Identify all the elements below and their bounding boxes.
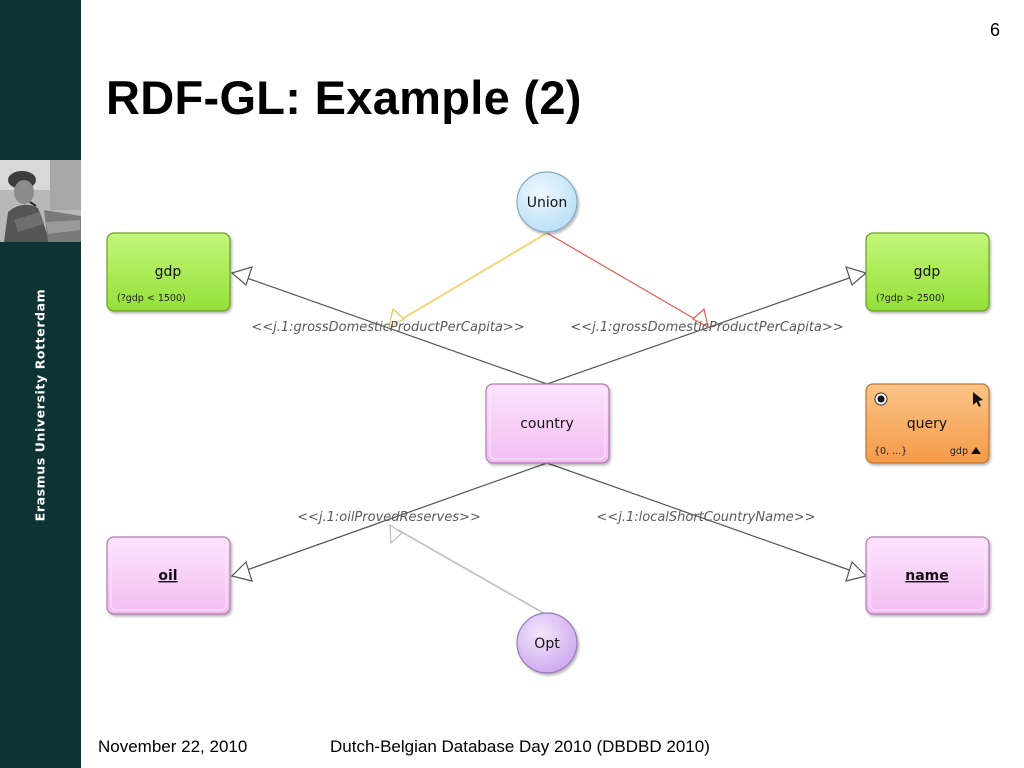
arrowhead-gdp-left (230, 266, 253, 287)
footer-event: Dutch-Belgian Database Day 2010 (DBDBD 2… (330, 737, 710, 756)
query-modifier: {0, ...} (874, 446, 907, 457)
gdp-right-label: gdp (914, 264, 941, 280)
query-node[interactable]: query {0, ...} gdp (865, 383, 990, 464)
edge-label-oil: <<j.1:oilProvedReserves>> (297, 510, 481, 525)
country-node[interactable]: country (485, 383, 610, 464)
arrowhead-opt (389, 523, 403, 545)
cursor-icon (973, 392, 983, 407)
union-node[interactable]: Union (516, 171, 578, 233)
edge-label-gdp-right: <<j.1:grossDomesticProductPerCapita>> (570, 320, 843, 335)
edge-country-gdp-left (243, 276, 548, 385)
edge-country-gdp-right (546, 276, 853, 385)
query-label: query (907, 416, 947, 432)
arrowhead-union-left (388, 307, 406, 329)
edge-country-oil (243, 462, 548, 572)
footer-date: November 22, 2010 (98, 737, 248, 756)
country-label: country (520, 416, 574, 432)
name-label: name (905, 568, 949, 584)
university-name: Erasmus University Rotterdam (32, 288, 48, 522)
opt-label: Opt (534, 636, 560, 652)
arrowhead-gdp-right (845, 266, 868, 287)
sidebar: Erasmus University Rotterdam (0, 0, 81, 768)
arrowhead-union-right (691, 307, 709, 329)
sort-up-icon (971, 447, 981, 454)
edge-label-gdp-left: <<j.1:grossDomesticProductPerCapita>> (251, 320, 524, 335)
name-node[interactable]: name (865, 536, 990, 615)
rdf-gl-diagram: <<j.1:grossDomesticProductPerCapita>> <<… (106, 171, 990, 674)
erasmus-portrait (0, 160, 81, 242)
query-order-by: gdp (950, 446, 968, 457)
gdp-left-node[interactable]: gdp (?gdp < 1500) (106, 232, 231, 312)
gdp-left-filter: (?gdp < 1500) (117, 293, 186, 304)
edge-opt-oil (397, 529, 548, 616)
slide-title: RDF-GL: Example (2) (106, 71, 582, 124)
oil-label: oil (158, 568, 177, 584)
gdp-left-label: gdp (155, 264, 182, 280)
edge-union-right (546, 232, 701, 323)
opt-node[interactable]: Opt (516, 612, 578, 674)
gdp-right-node[interactable]: gdp (?gdp > 2500) (865, 232, 990, 312)
radio-icon (874, 392, 888, 406)
gdp-right-filter: (?gdp > 2500) (876, 293, 945, 304)
edge-label-name: <<j.1:localShortCountryName>> (596, 510, 815, 525)
arrowhead-name (845, 560, 868, 582)
union-label: Union (527, 195, 567, 211)
arrowhead-oil (230, 560, 253, 582)
edge-country-name (546, 462, 853, 572)
oil-node[interactable]: oil (106, 536, 231, 615)
edge-union-left (396, 232, 548, 323)
page-number: 6 (989, 20, 1000, 40)
edges (230, 232, 868, 616)
